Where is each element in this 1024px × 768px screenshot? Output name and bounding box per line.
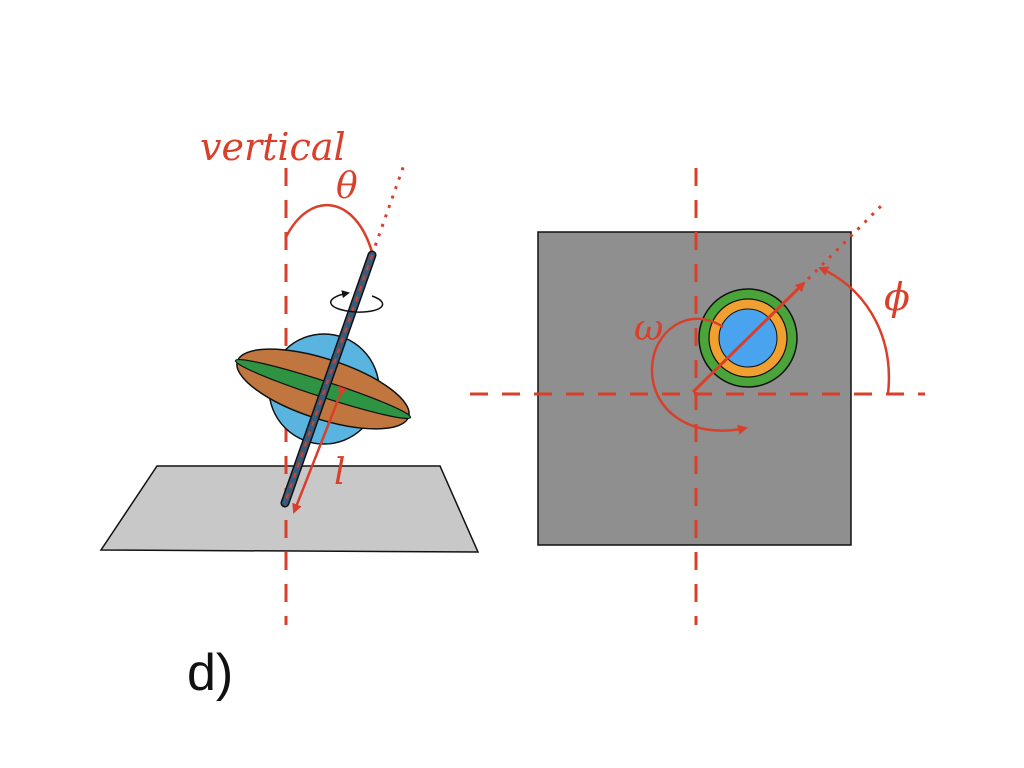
phi-angle-arc xyxy=(818,266,891,395)
theta-label: θ xyxy=(336,166,358,207)
side-view-panel: vertical θ l xyxy=(99,125,480,625)
axis-projection-line xyxy=(691,336,750,394)
phi-label: ϕ xyxy=(884,275,910,319)
omega-label: ω xyxy=(634,308,663,349)
omega-precession-arc xyxy=(650,317,748,435)
vertical-label: vertical xyxy=(200,125,346,169)
axis-projection-arrow xyxy=(746,281,806,340)
length-arrow xyxy=(292,385,348,514)
spin-rotation-arrow xyxy=(330,290,384,313)
tilt-axis-extension xyxy=(370,161,407,256)
length-label: l xyxy=(334,452,346,493)
theta-angle-arc xyxy=(284,203,374,253)
axis-projection-dotted xyxy=(806,200,887,281)
panel-label: d) xyxy=(187,644,233,702)
top-view-panel: ω ϕ xyxy=(470,168,925,625)
